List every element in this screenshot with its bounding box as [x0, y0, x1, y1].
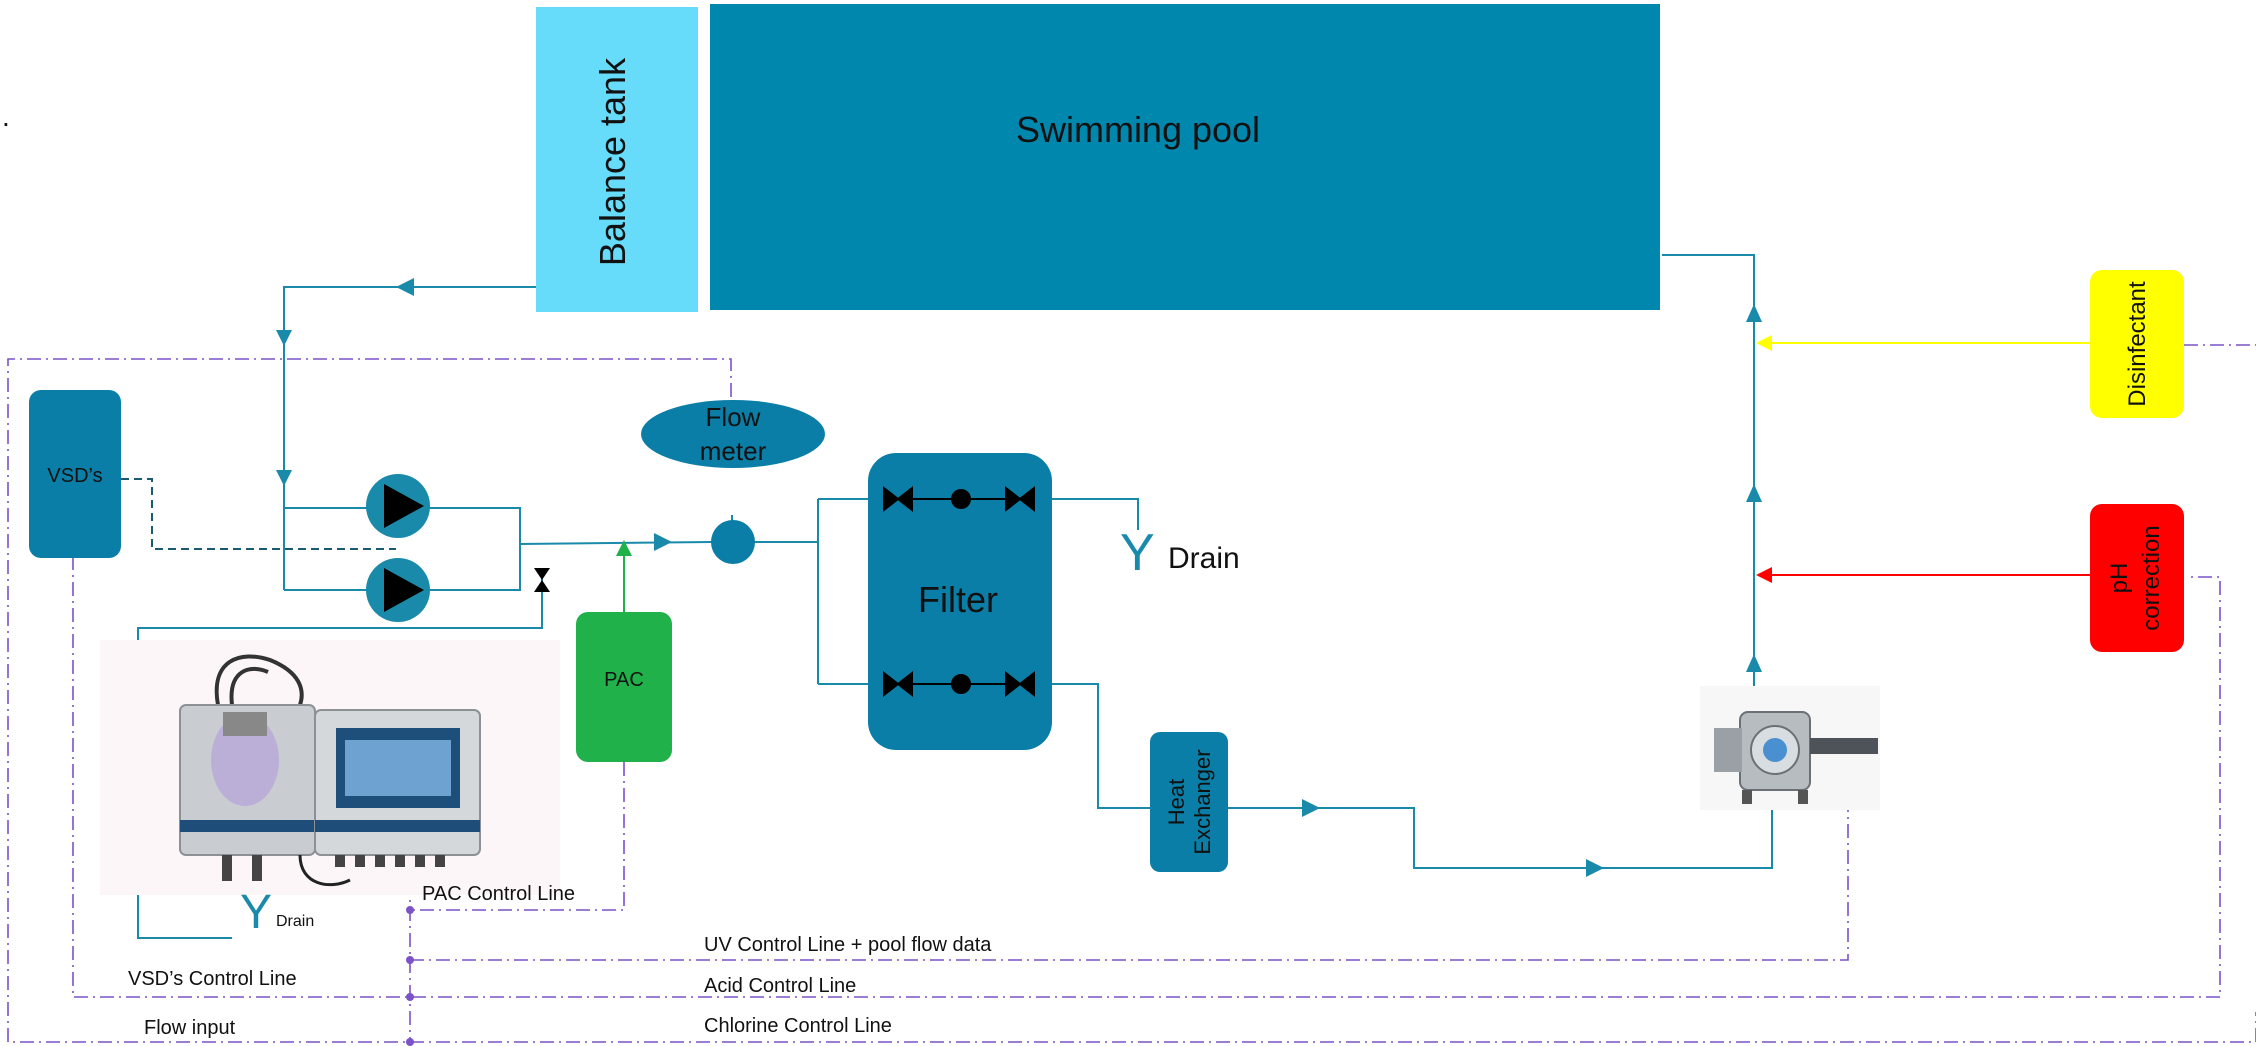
ph-correction-tank — [2090, 504, 2184, 652]
pump-icon — [366, 558, 430, 622]
disinfectant-label: Disinfectant — [2124, 281, 2151, 407]
balance-tank-outlet-pipe — [283, 286, 536, 590]
flow-sensor — [711, 520, 755, 564]
drain-icon: Y — [1120, 524, 1155, 582]
vsd-control-line-label: VSD’s Control Line — [128, 968, 297, 990]
filter-valves-bottom — [883, 670, 1035, 698]
chlorine-control-line — [410, 1012, 2256, 1043]
pump-icon — [366, 474, 430, 538]
vsd-unit — [29, 390, 121, 558]
stray-dot: . — [2, 101, 10, 132]
vsd-signal-line — [121, 478, 396, 550]
acid-control-line — [72, 556, 2221, 998]
swimming-pool — [710, 4, 1660, 310]
heat-exchanger — [1150, 732, 1228, 872]
acid-control-line-label: Acid Control Line — [704, 975, 856, 997]
balance-tank-label: Balance tank — [592, 57, 633, 266]
chlorine-control-line-label: Chlorine Control Line — [704, 1015, 892, 1037]
flow-input-label: Flow input — [144, 1017, 236, 1039]
pac-control-line — [410, 762, 625, 911]
disinfectant-feed-arrow — [1756, 335, 1772, 351]
drain-small-label: Drain — [276, 913, 314, 930]
pac-tank — [576, 612, 672, 762]
drain-icon: Y — [240, 886, 272, 939]
pac-label: PAC — [604, 669, 644, 691]
disinfectant-tank — [2090, 270, 2184, 418]
pac-control-line-label: PAC Control Line — [422, 883, 575, 905]
uv-control-line-label: UV Control Line + pool flow data — [704, 934, 992, 956]
flow-meter-label-1: Flow — [706, 402, 761, 432]
dosing-controller-icon — [100, 640, 560, 895]
balance-tank — [536, 7, 698, 312]
valve-icon — [534, 568, 550, 592]
heat-exchanger-label-2: Exchanger — [1190, 749, 1215, 854]
flow-meter-label-2: meter — [700, 436, 767, 466]
flow-input-line — [7, 358, 732, 1043]
pipework — [137, 254, 1773, 939]
heat-exchanger-label-1: Heat — [1164, 779, 1189, 825]
uv-reactor-icon — [1700, 686, 1880, 810]
control-nodes — [406, 906, 414, 1046]
vsd-label: VSD’s — [47, 465, 102, 487]
ph-label-1: pH — [2106, 563, 2133, 594]
swimming-pool-label: Swimming pool — [1016, 109, 1260, 150]
ph-label-2: correction — [2138, 525, 2165, 630]
pac-feed-arrow — [616, 540, 632, 556]
filter-label: Filter — [918, 579, 998, 620]
flow-arrows — [276, 278, 1762, 877]
drain-label: Drain — [1168, 542, 1240, 575]
flow-meter — [641, 400, 825, 468]
ph-feed-arrow — [1756, 567, 1772, 583]
filter-valves-top — [883, 485, 1035, 513]
uv-control-line — [410, 810, 1849, 961]
